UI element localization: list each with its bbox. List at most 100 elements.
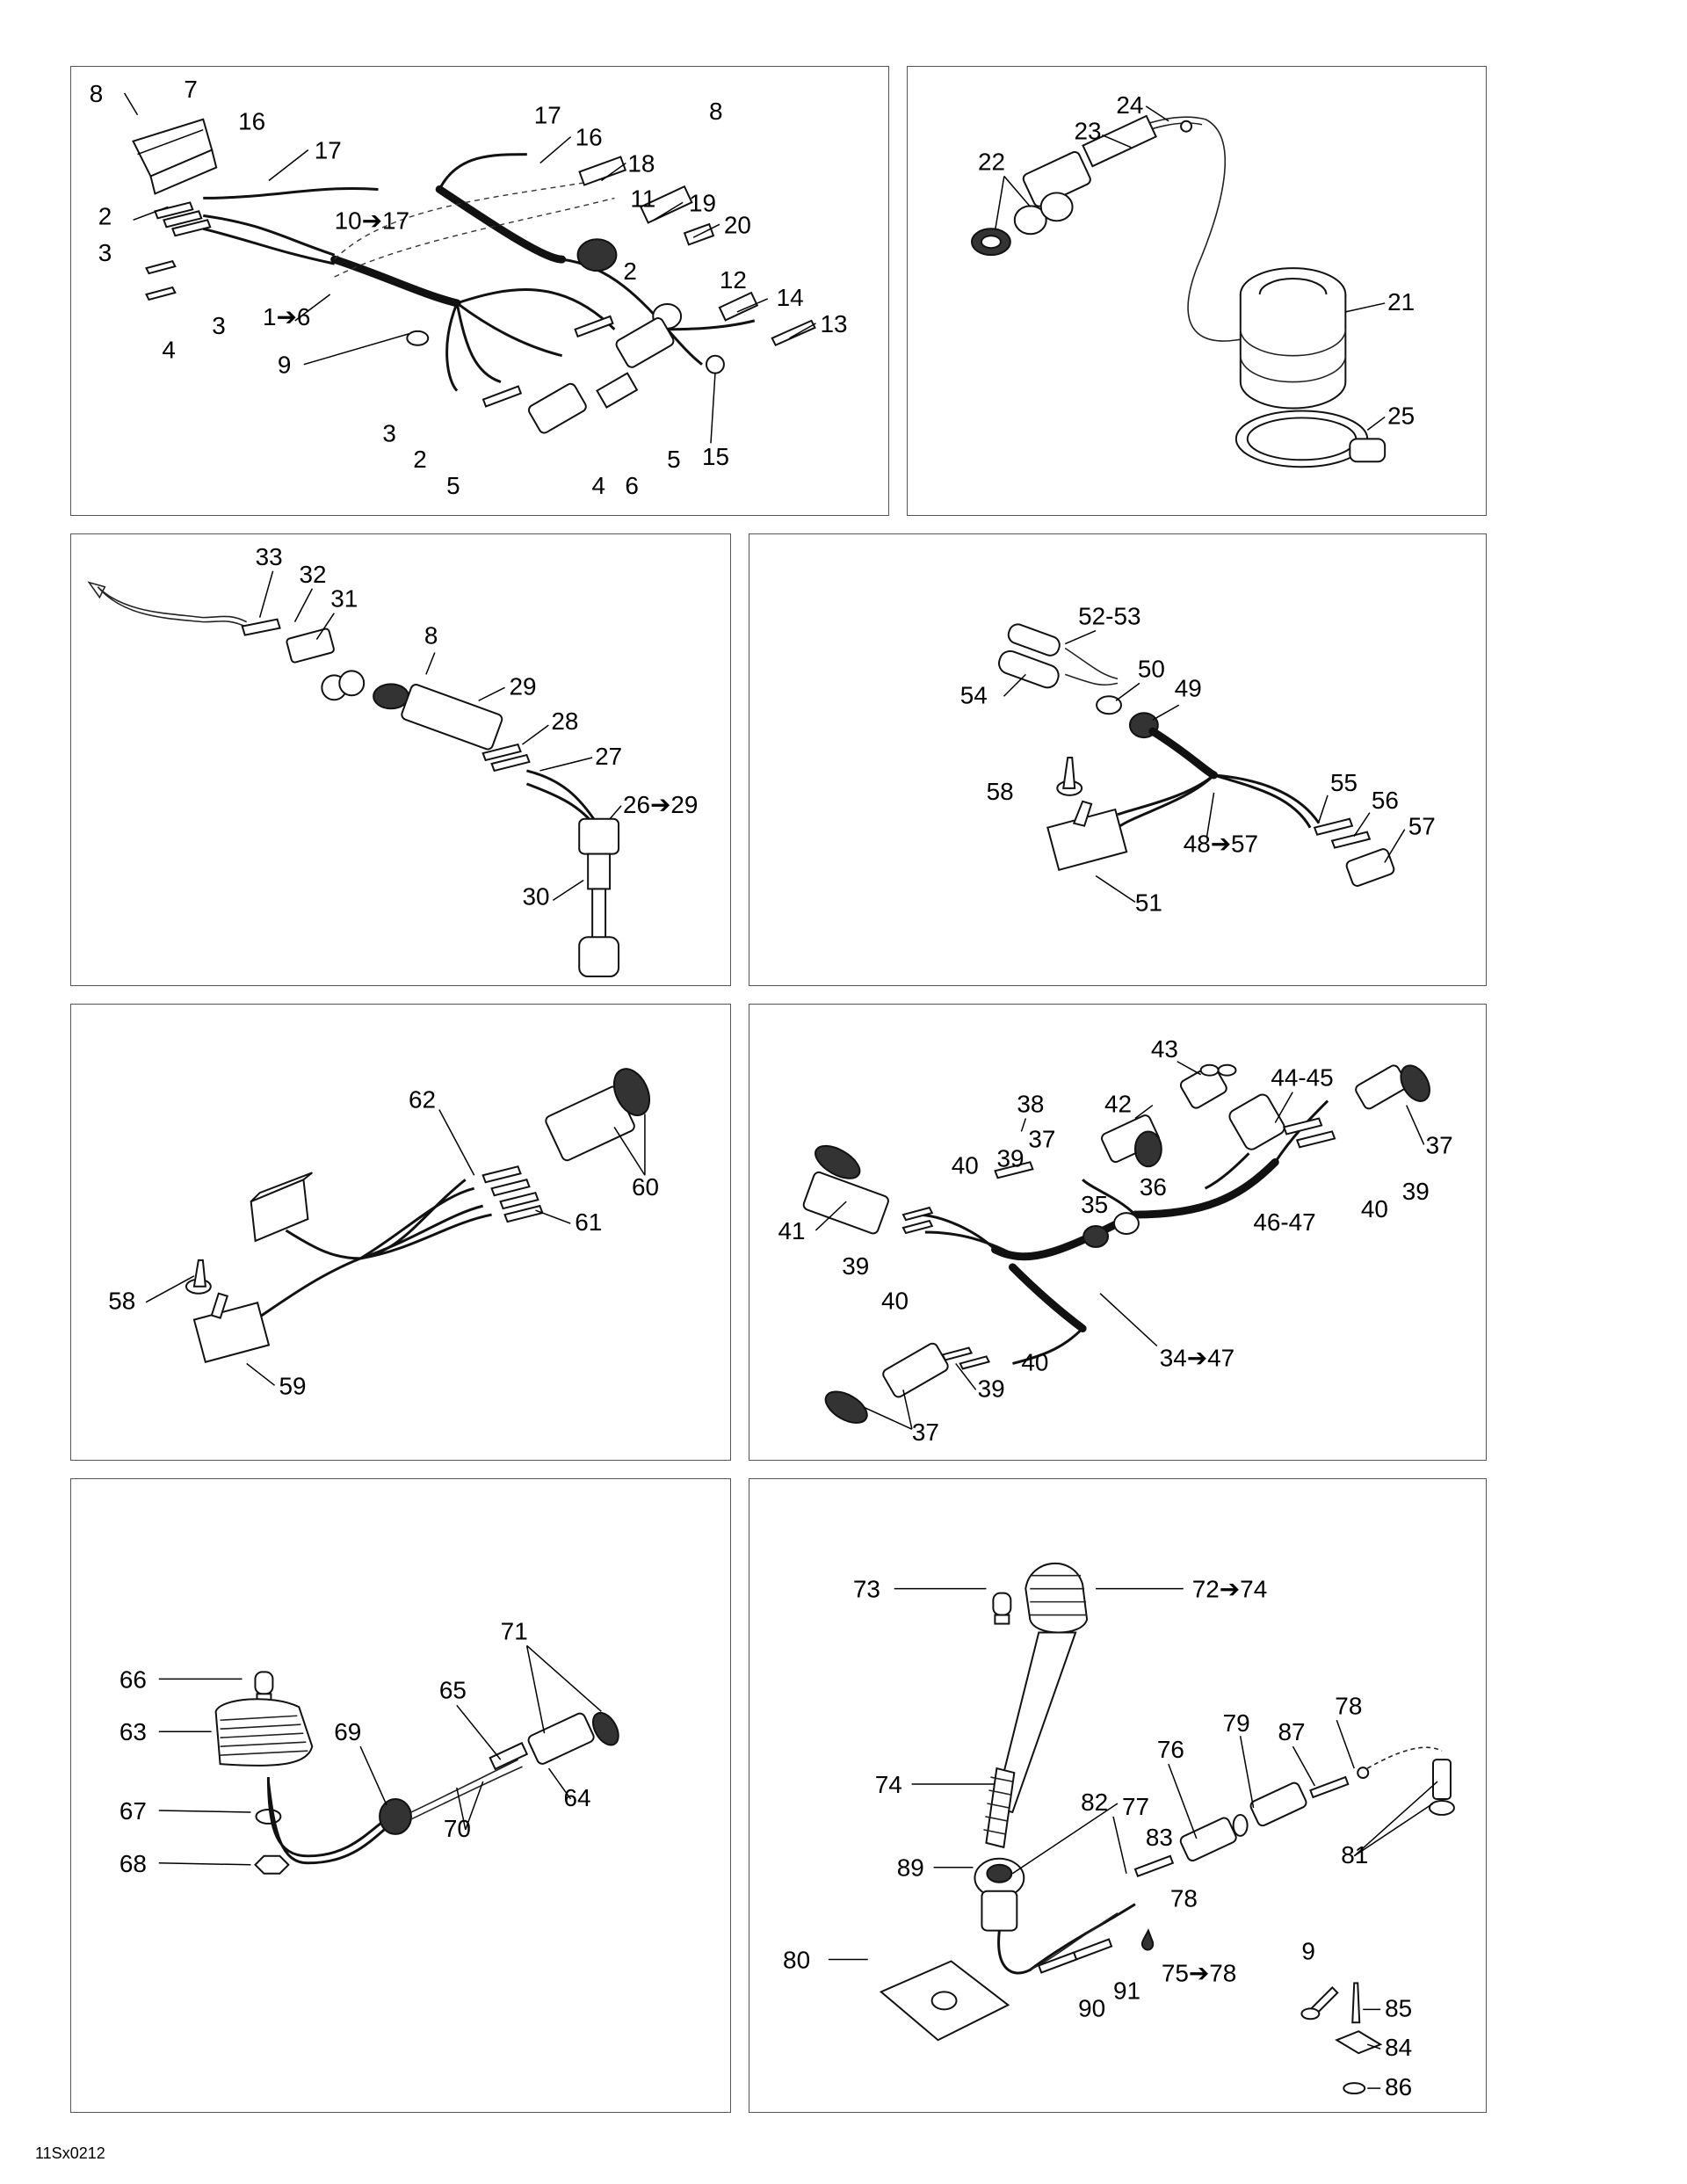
callout-label: 20 [724, 211, 751, 238]
terminal-14 [718, 291, 759, 322]
callout-label: 8 [709, 98, 723, 125]
callout-label: 72➔74 [1192, 1576, 1267, 1603]
callout-label: 15 [702, 443, 729, 470]
callout-label: 56 [1372, 787, 1399, 814]
callout-label: 31 [330, 585, 358, 613]
callout-label: 1➔6 [263, 303, 310, 330]
connector-chain [241, 618, 531, 773]
ring-terminal-15 [705, 354, 725, 374]
multi-connector [545, 1068, 651, 1162]
callout-label: 4 [162, 337, 176, 364]
toggle-switch [1046, 800, 1128, 872]
terminal-65 [489, 1741, 529, 1771]
callout-label: 49 [1175, 674, 1202, 701]
callout-label: 57 [1408, 813, 1436, 840]
callout-label: 29 [510, 672, 537, 700]
callout-label: 68 [119, 1850, 147, 1877]
callout-label: 82 [1081, 1789, 1108, 1816]
callout-label: 46-47 [1253, 1208, 1315, 1236]
tie-9 [406, 330, 430, 346]
callout-label: 48➔57 [1184, 831, 1258, 858]
callout-label: 28 [551, 707, 578, 735]
hose-clamp [1234, 410, 1387, 468]
connector-5b [527, 382, 587, 434]
callout-label: 11 [630, 185, 655, 212]
callout-label: 63 [119, 1718, 147, 1745]
callout-label: 8 [424, 622, 438, 649]
connector-assembly [971, 114, 1193, 257]
callout-label: 12 [720, 266, 747, 294]
callout-label: 77 [1122, 1793, 1149, 1820]
terminals [901, 1117, 1336, 1370]
end-connectors [1313, 817, 1395, 887]
callout-label: 3 [212, 312, 226, 339]
panel-sensor-harness: 33 32 31 8 29 28 27 26➔29 30 [70, 533, 731, 986]
callout-label: 3 [382, 419, 396, 446]
callout-label: 58 [108, 1288, 135, 1315]
switch-harness-diagram: 52-53 54 50 49 58 55 56 57 48➔57 51 [960, 603, 1436, 917]
callout-label: 74 [875, 1771, 902, 1798]
callout-label: 36 [1140, 1173, 1167, 1201]
cable-tie-kit [1300, 1982, 1383, 2095]
callout-label: 33 [256, 543, 283, 570]
callout-label: 38 [1017, 1091, 1044, 1118]
callout-label: 5 [667, 446, 681, 473]
callout-label: 4 [592, 472, 606, 499]
light-bulb [254, 1671, 274, 1704]
callout-label: 70 [444, 1815, 471, 1842]
terminal-2b [574, 315, 614, 338]
callout-label: 7 [184, 76, 198, 103]
connector-5a [615, 317, 675, 368]
panel-switch-harness: 52-53 54 50 49 58 55 56 57 48➔57 51 [749, 533, 1487, 986]
callout-label: 19 [689, 189, 716, 216]
callout-label: 39 [978, 1375, 1005, 1402]
callout-label: 50 [1138, 655, 1165, 682]
sensor-harness-diagram: 33 32 31 8 29 28 27 26➔29 30 [87, 543, 698, 978]
grommet-35 [1082, 1225, 1110, 1248]
callout-label: 73 [853, 1576, 880, 1603]
panel-fuel-sender: 24 23 22 21 25 [907, 66, 1487, 516]
light-bulb [992, 1592, 1012, 1625]
figure-code: 11Sx0212 [35, 2144, 105, 2162]
main-harness-diagram: 8 7 16 17 2 3 4 3 10➔17 17 16 18 8 11 19… [90, 76, 848, 499]
lamp-harness-diagram: 43 38 42 44-45 37 40 39 36 37 41 35 46-4… [778, 1035, 1452, 1446]
callout-label: 54 [960, 681, 988, 708]
callout-label: 83 [1146, 1824, 1173, 1851]
stud-and-nut [1429, 1759, 1455, 1816]
callout-label: 17 [315, 137, 342, 164]
callout-label: 13 [820, 310, 847, 337]
terminal-set [145, 201, 212, 301]
nut-24 [1180, 120, 1193, 133]
callout-label: 62 [409, 1086, 436, 1114]
fuse-cylinders [998, 623, 1061, 689]
grommet-11 [576, 238, 618, 272]
callout-label: 37 [912, 1419, 939, 1446]
connector-19 [639, 185, 693, 224]
callout-label: 55 [1330, 769, 1358, 796]
panel-navigation-light: 66 71 65 63 69 64 67 70 68 [70, 1478, 731, 2113]
connector-housing [132, 118, 218, 195]
callout-label: 40 [1361, 1195, 1388, 1223]
callout-label: 30 [522, 882, 549, 910]
callout-label: 9 [1301, 1937, 1315, 1964]
callout-label: 69 [334, 1718, 361, 1745]
connectors [1037, 1767, 1370, 1974]
callout-label: 2 [98, 202, 112, 229]
panel-lamp-harness: 43 38 42 44-45 37 40 39 36 37 41 35 46-4… [749, 1004, 1487, 1461]
callout-label: 59 [279, 1372, 307, 1399]
lens [1025, 1562, 1089, 1634]
callout-label: 79 [1223, 1709, 1250, 1737]
connector-71 [527, 1712, 595, 1765]
fuse-holder [578, 156, 627, 186]
callout-label: 76 [1157, 1736, 1184, 1763]
fuel-sender-unit [1239, 267, 1347, 410]
switch-cap [1056, 757, 1083, 796]
connectors [802, 1063, 1430, 1424]
callout-label: 2 [413, 446, 427, 473]
callout-label: 89 [897, 1854, 924, 1882]
callout-label: 40 [952, 1151, 979, 1179]
callout-label: 27 [595, 743, 622, 770]
fuel-sender-diagram: 24 23 22 21 25 [971, 91, 1415, 468]
callout-label: 40 [1021, 1348, 1048, 1375]
light-pole [983, 1631, 1077, 1849]
